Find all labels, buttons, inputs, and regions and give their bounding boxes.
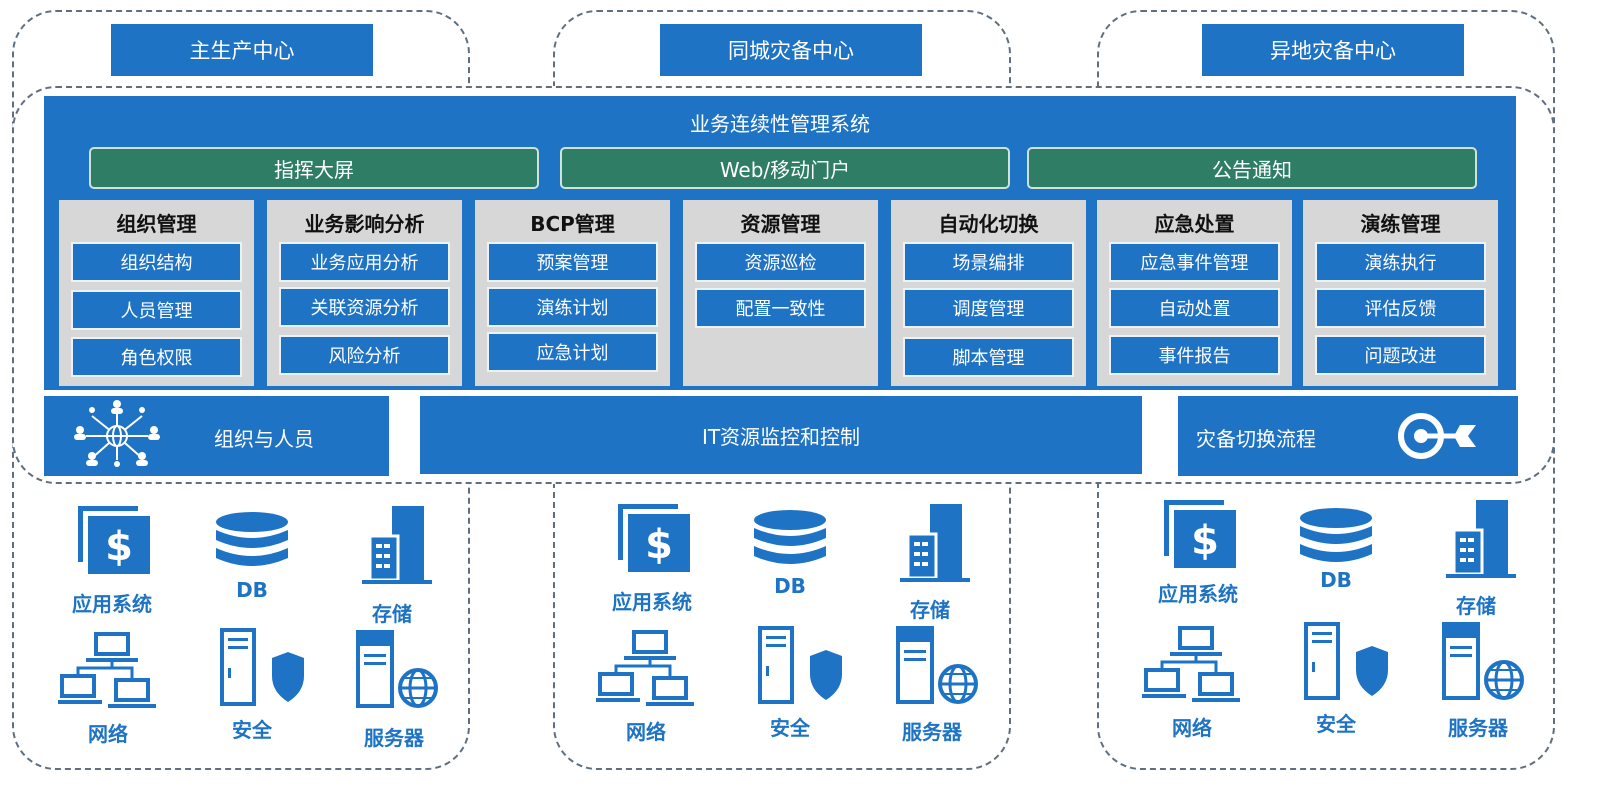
site-title-main: 主生产中心 bbox=[111, 24, 373, 76]
res-label: DB bbox=[1320, 568, 1352, 592]
site-title-local-dr: 同城灾备中心 bbox=[660, 24, 922, 76]
module-title: BCP管理 bbox=[530, 212, 615, 236]
res-label: 应用系统 bbox=[72, 592, 152, 616]
database-icon bbox=[754, 510, 826, 564]
func-item: 场景编排 bbox=[903, 242, 1074, 282]
resources-local-dr: $ 应用系统 DB 存储 网络 安全 bbox=[584, 498, 994, 758]
module-emergency: 应急处置 应急事件管理 自动处置 事件报告 bbox=[1097, 200, 1292, 386]
dollar-app-icon: $ bbox=[78, 506, 150, 574]
dollar-app-icon: $ bbox=[618, 504, 690, 572]
dollar-app-icon: $ bbox=[1164, 500, 1236, 568]
module-resource: 资源管理 资源巡检 配置一致性 bbox=[683, 200, 878, 386]
res-label: 应用系统 bbox=[612, 590, 692, 614]
org-people-label: 组织与人员 bbox=[214, 427, 314, 451]
dr-switch-bar: 灾备切换流程 bbox=[1178, 396, 1518, 476]
func-item: 调度管理 bbox=[903, 288, 1074, 328]
storage-building-icon bbox=[1446, 500, 1516, 578]
module-title: 自动化切换 bbox=[938, 212, 1039, 236]
module-title: 资源管理 bbox=[740, 212, 821, 236]
func-item: 关联资源分析 bbox=[279, 287, 450, 327]
func-item: 风险分析 bbox=[279, 335, 450, 375]
bcms-title: 业务连续性管理系统 bbox=[690, 112, 870, 136]
site-title-remote-dr: 异地灾备中心 bbox=[1202, 24, 1464, 76]
module-org-management: 组织管理 组织结构 人员管理 角色权限 bbox=[59, 200, 254, 386]
module-title: 组织管理 bbox=[116, 212, 197, 236]
module-title: 演练管理 bbox=[1360, 212, 1441, 236]
server-globe-icon bbox=[1442, 622, 1526, 702]
svg-text:$: $ bbox=[645, 522, 673, 568]
module-bcp: BCP管理 预案管理 演练计划 应急计划 bbox=[475, 200, 670, 386]
module-title: 应急处置 bbox=[1154, 212, 1235, 236]
res-label: 安全 bbox=[1316, 712, 1356, 736]
func-item: 配置一致性 bbox=[695, 288, 866, 328]
module-auto-switch: 自动化切换 场景编排 调度管理 脚本管理 bbox=[891, 200, 1086, 386]
res-label: 存储 bbox=[910, 598, 950, 622]
module-drill: 演练管理 演练执行 评估反馈 问题改进 bbox=[1303, 200, 1498, 386]
svg-text:$: $ bbox=[1191, 518, 1219, 564]
res-label: 网络 bbox=[626, 720, 666, 744]
storage-building-icon bbox=[900, 504, 970, 582]
network-computers-icon bbox=[58, 632, 156, 708]
network-computers-icon bbox=[596, 630, 694, 706]
func-item: 演练计划 bbox=[487, 287, 658, 327]
func-item: 脚本管理 bbox=[903, 337, 1074, 377]
func-item: 业务应用分析 bbox=[279, 242, 450, 282]
func-item: 角色权限 bbox=[71, 337, 242, 377]
res-label: 网络 bbox=[88, 722, 128, 746]
database-icon bbox=[216, 512, 288, 566]
network-computers-icon bbox=[1142, 626, 1240, 702]
storage-building-icon bbox=[362, 506, 432, 584]
database-icon bbox=[1300, 508, 1372, 562]
portal-announcement: 公告通知 bbox=[1027, 147, 1477, 189]
org-network-icon bbox=[74, 400, 160, 467]
resources-main: $ 应用系统 DB 存储 网络 安全 bbox=[44, 500, 454, 760]
func-item: 资源巡检 bbox=[695, 242, 866, 282]
res-label: 存储 bbox=[372, 602, 412, 626]
func-item: 评估反馈 bbox=[1315, 288, 1486, 328]
res-label: 服务器 bbox=[1448, 716, 1508, 740]
portal-command-screen: 指挥大屏 bbox=[89, 147, 539, 189]
res-label: DB bbox=[236, 578, 268, 602]
res-label: 安全 bbox=[232, 718, 272, 742]
res-label: 安全 bbox=[770, 716, 810, 740]
target-arrow-icon bbox=[1398, 413, 1476, 459]
security-shield-icon bbox=[758, 626, 842, 704]
res-label: 服务器 bbox=[364, 726, 424, 750]
func-item: 事件报告 bbox=[1109, 335, 1280, 375]
svg-text:$: $ bbox=[105, 524, 133, 570]
server-globe-icon bbox=[896, 626, 980, 706]
func-item: 自动处置 bbox=[1109, 288, 1280, 328]
func-item: 应急计划 bbox=[487, 332, 658, 372]
it-monitoring-bar: IT资源监控和控制 bbox=[420, 396, 1142, 474]
res-label: DB bbox=[774, 574, 806, 598]
server-globe-icon bbox=[356, 630, 440, 710]
dr-switch-label: 灾备切换流程 bbox=[1196, 427, 1316, 451]
func-item: 应急事件管理 bbox=[1109, 242, 1280, 282]
func-item: 预案管理 bbox=[487, 242, 658, 282]
security-shield-icon bbox=[1304, 622, 1388, 700]
it-monitoring-label: IT资源监控和控制 bbox=[701, 424, 861, 449]
resources-remote-dr: $ 应用系统 DB 存储 网络 安全 bbox=[1130, 494, 1540, 754]
res-label: 应用系统 bbox=[1158, 582, 1238, 606]
res-label: 存储 bbox=[1456, 594, 1496, 618]
res-label: 服务器 bbox=[902, 720, 962, 744]
func-item: 问题改进 bbox=[1315, 335, 1486, 375]
security-shield-icon bbox=[220, 628, 304, 706]
org-people-bar: 组织与人员 bbox=[44, 396, 389, 476]
func-item: 组织结构 bbox=[71, 242, 242, 282]
module-bia: 业务影响分析 业务应用分析 关联资源分析 风险分析 bbox=[267, 200, 462, 386]
func-item: 人员管理 bbox=[71, 290, 242, 330]
func-item: 演练执行 bbox=[1315, 242, 1486, 282]
portal-web-mobile: Web/移动门户 bbox=[560, 147, 1010, 189]
module-title: 业务影响分析 bbox=[304, 212, 425, 236]
res-label: 网络 bbox=[1172, 716, 1212, 740]
